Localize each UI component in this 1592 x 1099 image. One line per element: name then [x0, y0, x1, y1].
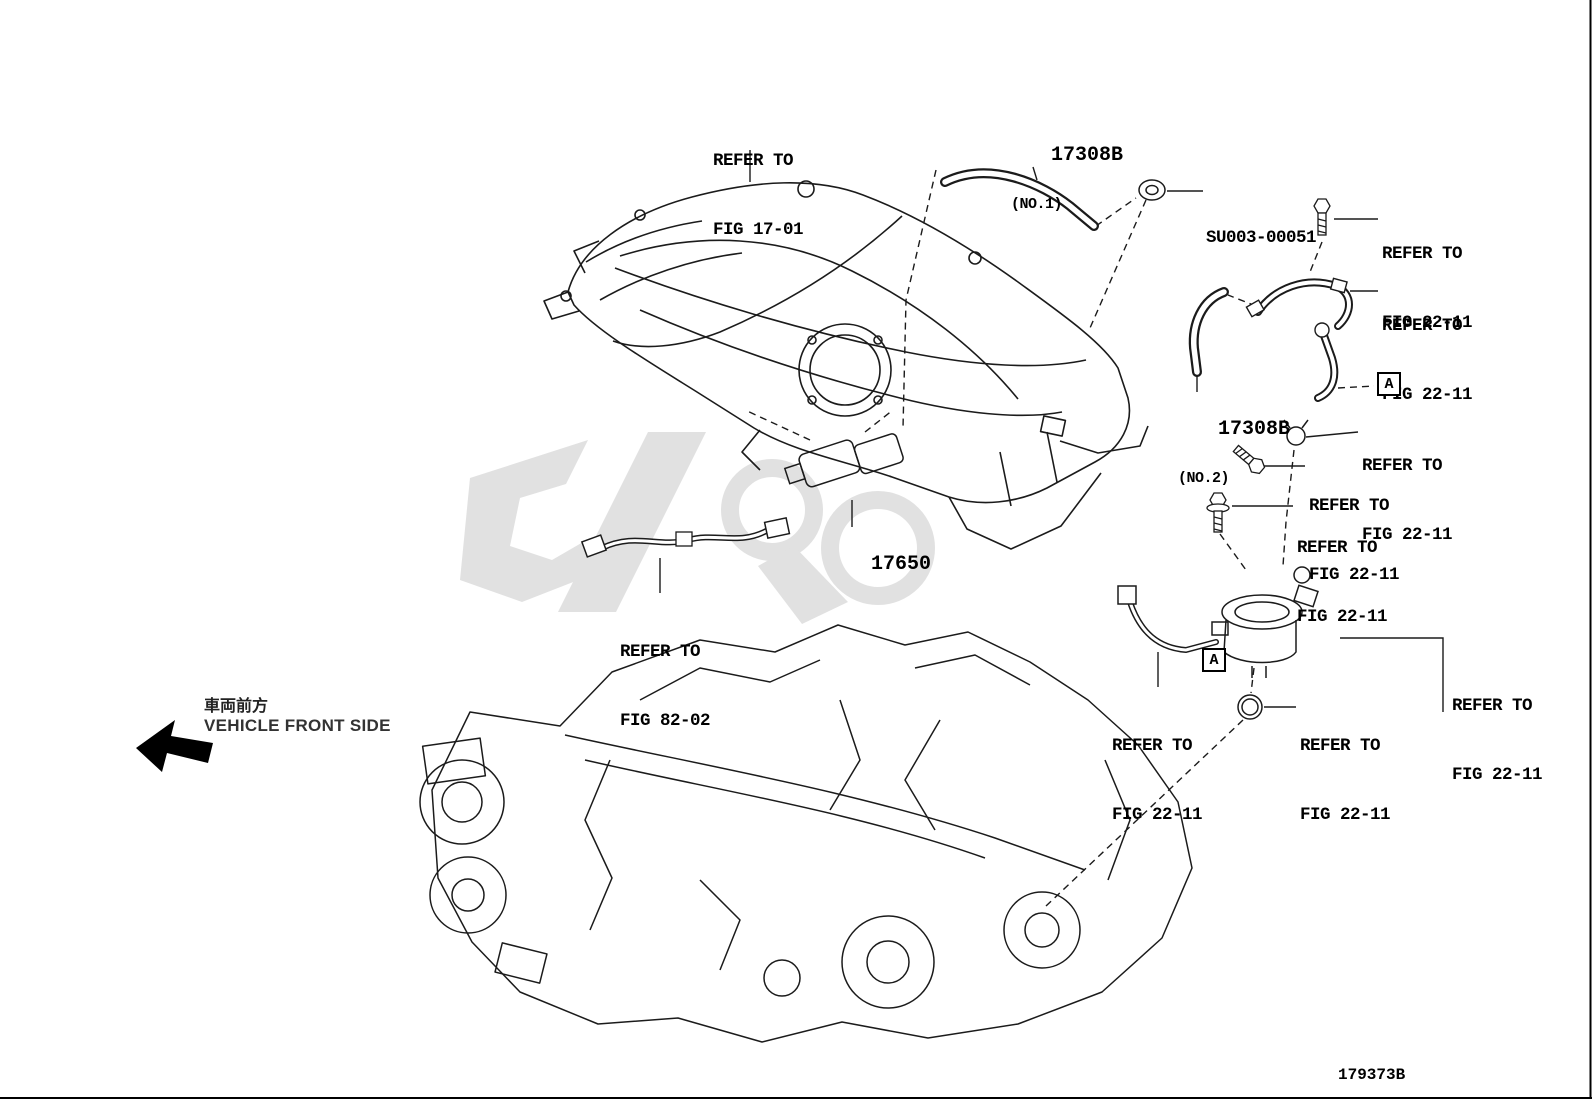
label-refer-fig-22-11-8: REFER TO FIG 22-11	[1300, 689, 1391, 873]
label-line-1: REFER TO	[1309, 496, 1390, 516]
elbow-fitting-art	[1314, 322, 1339, 402]
bolt-icon-1	[1313, 198, 1331, 236]
grommet-icon	[1138, 179, 1166, 201]
pump-wire-art	[1117, 585, 1219, 654]
wire-harness-art	[580, 516, 791, 558]
bolt-icon-3	[1206, 492, 1230, 533]
label-line-1: REFER TO	[1452, 696, 1533, 716]
callout-letter: A	[1384, 375, 1394, 393]
front-direction-arrow-icon	[136, 720, 213, 772]
callout-a-2: A	[1202, 648, 1226, 672]
leader-lines	[659, 150, 1444, 712]
label-line-2: FIG 22-11	[1300, 805, 1391, 825]
vehicle-front-label-jp: 車両前方	[204, 696, 269, 715]
label-line-1: REFER TO	[1382, 244, 1463, 264]
label-line-1: REFER TO	[713, 151, 794, 171]
label-line-1: REFER TO	[1300, 736, 1381, 756]
label-part-17308b-no2: 17308B (NO.2)	[1170, 394, 1290, 539]
vehicle-front-label-en: VEHICLE FRONT SIDE	[204, 716, 391, 735]
label-refer-fig-22-11-1: REFER TO FIG 22-11	[1382, 197, 1473, 381]
label-line-2: FIG 22-11	[1112, 805, 1203, 825]
fuel-pipe-art	[1245, 277, 1353, 330]
part-number: 17650	[871, 553, 932, 576]
part-note: (NO.1)	[1011, 196, 1063, 213]
label-refer-fig-22-11-5: REFER TO FIG 22-11	[1297, 491, 1388, 675]
o-ring-icon	[1237, 694, 1263, 720]
label-line-1: REFER TO	[1382, 316, 1463, 336]
part-number: 17308B	[1218, 418, 1291, 441]
hose-no2-art	[1188, 287, 1229, 377]
label-refer-fig-22-11-6: REFER TO FIG 22-11	[1452, 649, 1543, 833]
dashed-reference-lines	[744, 169, 1375, 907]
label-line-2: FIG 22-11	[1382, 313, 1473, 333]
label-refer-fig-82-02: REFER TO FIG 82-02	[620, 595, 711, 779]
part-number: SU003-00051	[1206, 228, 1317, 248]
part-note: (NO.2)	[1178, 470, 1230, 487]
label-line-2: FIG 17-01	[713, 220, 804, 240]
engine-block-art	[419, 624, 1193, 1043]
purge-valve-art	[783, 433, 904, 488]
label-line-2: FIG 22-11	[1362, 525, 1453, 545]
intake-manifold-art	[543, 180, 1149, 550]
label-part-17650: 17650	[823, 529, 931, 601]
label-refer-fig-17-01: REFER TO FIG 17-01	[713, 104, 804, 288]
label-line-1: REFER TO	[620, 642, 701, 662]
hose-no1-art	[940, 168, 1099, 231]
label-refer-fig-22-11-3: REFER TO FIG 22-11	[1362, 409, 1453, 593]
watermark-logo	[460, 432, 935, 624]
drawing-code: 179373B	[1338, 1066, 1406, 1084]
label-line-2: FIG 22-11	[1452, 765, 1543, 785]
label-line-1: REFER TO	[1112, 736, 1193, 756]
part-number: 17308B	[1051, 144, 1124, 167]
bolt-icon-2	[1232, 444, 1266, 475]
label-part-su003-00051: SU003-00051	[1206, 181, 1317, 296]
label-refer-fig-22-11-7: REFER TO FIG 22-11	[1112, 689, 1203, 873]
hose-clamp-icon	[1283, 419, 1309, 446]
label-line-1: REFER TO	[1362, 456, 1443, 476]
label-part-17308b-no1: 17308B (NO.1)	[1003, 120, 1123, 265]
callout-letter: A	[1209, 651, 1219, 669]
callout-a-1: A	[1377, 372, 1401, 396]
label-refer-fig-22-11-4: REFER TO FIG 22-11	[1309, 449, 1400, 633]
label-line-2: FIG 22-11	[1309, 565, 1400, 585]
label-line-2: FIG 22-11	[1297, 607, 1388, 627]
label-line-1: REFER TO	[1297, 538, 1378, 558]
label-line-2: FIG 82-02	[620, 711, 711, 731]
